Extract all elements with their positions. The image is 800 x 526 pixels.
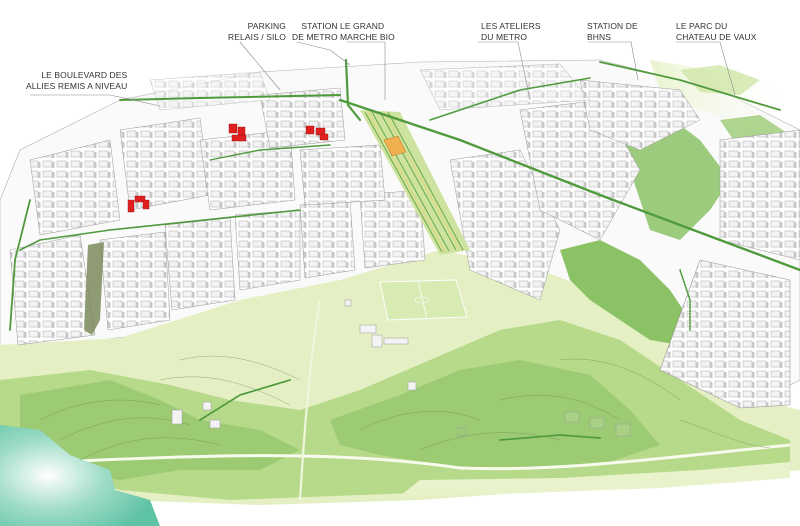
contour-lines bbox=[39, 355, 771, 461]
leader-lines bbox=[30, 41, 736, 107]
callout-line: DU METRO bbox=[481, 32, 528, 42]
market-hall bbox=[383, 135, 407, 157]
highlighted-buildings[interactable] bbox=[127, 123, 329, 213]
callout-line: MARCHE BIO bbox=[340, 32, 395, 42]
western-highlighted-buildings[interactable] bbox=[127, 195, 150, 213]
callout-line: STATION DE bbox=[587, 21, 638, 31]
callout-grand-marche-bio: LE GRAND MARCHE BIO bbox=[340, 21, 395, 43]
callout-line: DE METRO bbox=[292, 32, 338, 42]
metro-rail-corridor bbox=[360, 110, 470, 255]
callout-line: LE PARC DU bbox=[676, 21, 728, 31]
callout-parc-du-chateau-de-vaux: LE PARC DU CHATEAU DE VAUX bbox=[676, 21, 757, 43]
callout-station-de-bhns: STATION DE BHNS bbox=[587, 21, 638, 43]
park-terrain bbox=[0, 60, 800, 505]
callout-station-de-metro: STATION DE METRO bbox=[292, 21, 338, 43]
callout-boulevard-des-allies: LE BOULEVARD DES ALLIES REMIS A NIVEAU bbox=[26, 70, 127, 92]
callout-line: ALLIES REMIS A NIVEAU bbox=[26, 81, 128, 91]
callout-line: LE BOULEVARD DES bbox=[41, 70, 128, 80]
park-pavilions bbox=[171, 299, 631, 437]
metro-station-buildings[interactable] bbox=[305, 125, 329, 141]
callout-line: STATION bbox=[301, 21, 338, 31]
water-body bbox=[0, 425, 160, 526]
callout-line: LES ATELIERS bbox=[481, 21, 541, 31]
building-blocks bbox=[9, 63, 800, 409]
tree-lined-avenues bbox=[9, 58, 800, 441]
callout-parking-relais-silo: PARKING RELAIS / SILO bbox=[228, 21, 286, 43]
callout-line: PARKING bbox=[247, 21, 286, 31]
callout-line: BHNS bbox=[587, 32, 612, 42]
linear-park-strip bbox=[84, 242, 104, 335]
callout-line: RELAIS / SILO bbox=[228, 32, 286, 42]
callout-line: LE GRAND bbox=[340, 21, 385, 31]
callout-ateliers-du-metro: LES ATELIERS DU METRO bbox=[481, 21, 541, 43]
callout-line: CHATEAU DE VAUX bbox=[676, 32, 757, 42]
football-pitch bbox=[379, 279, 468, 321]
parking-relais-silo-buildings[interactable] bbox=[228, 123, 247, 142]
